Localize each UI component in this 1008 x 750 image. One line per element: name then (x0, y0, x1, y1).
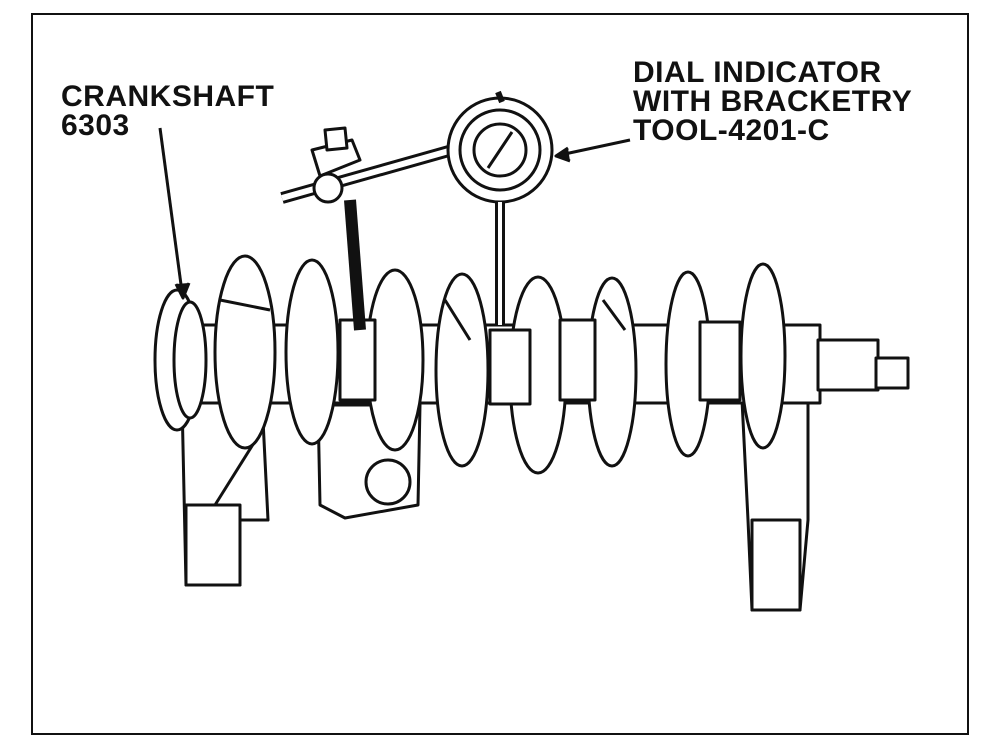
crankshaft (153, 254, 910, 475)
crankshaft-callout-line1: CRANKSHAFT (61, 80, 275, 113)
right-v-block (740, 398, 810, 612)
crankshaft-callout: CRANKSHAFT 6303 (61, 80, 275, 142)
indicator-stand (280, 126, 472, 331)
dial-indicator (446, 90, 554, 325)
dial-indicator-callout: DIAL INDICATOR WITH BRACKETRY TOOL-4201-… (633, 56, 913, 147)
dial-indicator-callout-line2: WITH BRACKETRY (633, 85, 913, 118)
dial-indicator-callout-line3: TOOL-4201-C (633, 114, 830, 147)
dial-indicator-callout-line1: DIAL INDICATOR (633, 56, 882, 89)
crankshaft-callout-line2: 6303 (61, 109, 130, 142)
leader-lines (158, 127, 631, 300)
